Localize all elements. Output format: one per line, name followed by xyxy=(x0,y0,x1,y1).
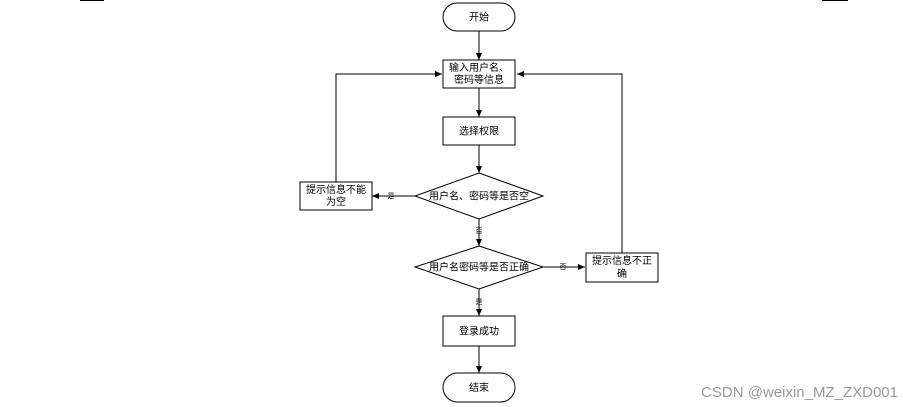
edge-tip-empty-back xyxy=(335,71,442,182)
login-success-label: 登录成功 xyxy=(459,325,499,338)
tip-empty-label-line1: 提示信息不能 xyxy=(306,183,366,196)
edge-label-empty-yes: 是 xyxy=(388,192,395,200)
edge-label-correct-yes: 是 xyxy=(476,298,483,306)
input-label-line2: 密码等信息 xyxy=(454,73,504,86)
tip-empty-label-line2: 为空 xyxy=(326,195,346,208)
tip-empty-node: 提示信息不能 为空 xyxy=(299,181,373,211)
tip-wrong-label-line2: 确 xyxy=(617,267,627,280)
edge-label-empty-no: 否 xyxy=(476,227,483,235)
check-empty-label: 用户名、密码等是否空 xyxy=(429,190,529,203)
start-label: 开始 xyxy=(469,11,489,24)
select-permission-label: 选择权限 xyxy=(459,125,499,138)
login-success-node: 登录成功 xyxy=(442,315,516,347)
tip-wrong-label-line1: 提示信息不正 xyxy=(592,254,652,267)
check-correct-decision: 用户名密码等是否正确 xyxy=(413,245,545,290)
input-node: 输入用户名、 密码等信息 xyxy=(442,59,516,89)
start-node: 开始 xyxy=(442,2,516,32)
check-empty-decision: 用户名、密码等是否空 xyxy=(413,172,545,220)
connectors xyxy=(335,31,623,373)
select-permission-node: 选择权限 xyxy=(442,116,516,146)
tip-wrong-node: 提示信息不正 确 xyxy=(585,252,659,283)
end-node: 结束 xyxy=(442,372,516,403)
csdn-watermark: CSDN @weixin_MZ_ZXD001 xyxy=(701,384,898,401)
end-label: 结束 xyxy=(469,381,489,394)
check-correct-label: 用户名密码等是否正确 xyxy=(429,261,529,274)
edge-tip-wrong-back xyxy=(517,71,623,253)
edge-label-correct-no: 否 xyxy=(560,263,567,271)
input-label-line1: 输入用户名、 xyxy=(449,61,509,74)
